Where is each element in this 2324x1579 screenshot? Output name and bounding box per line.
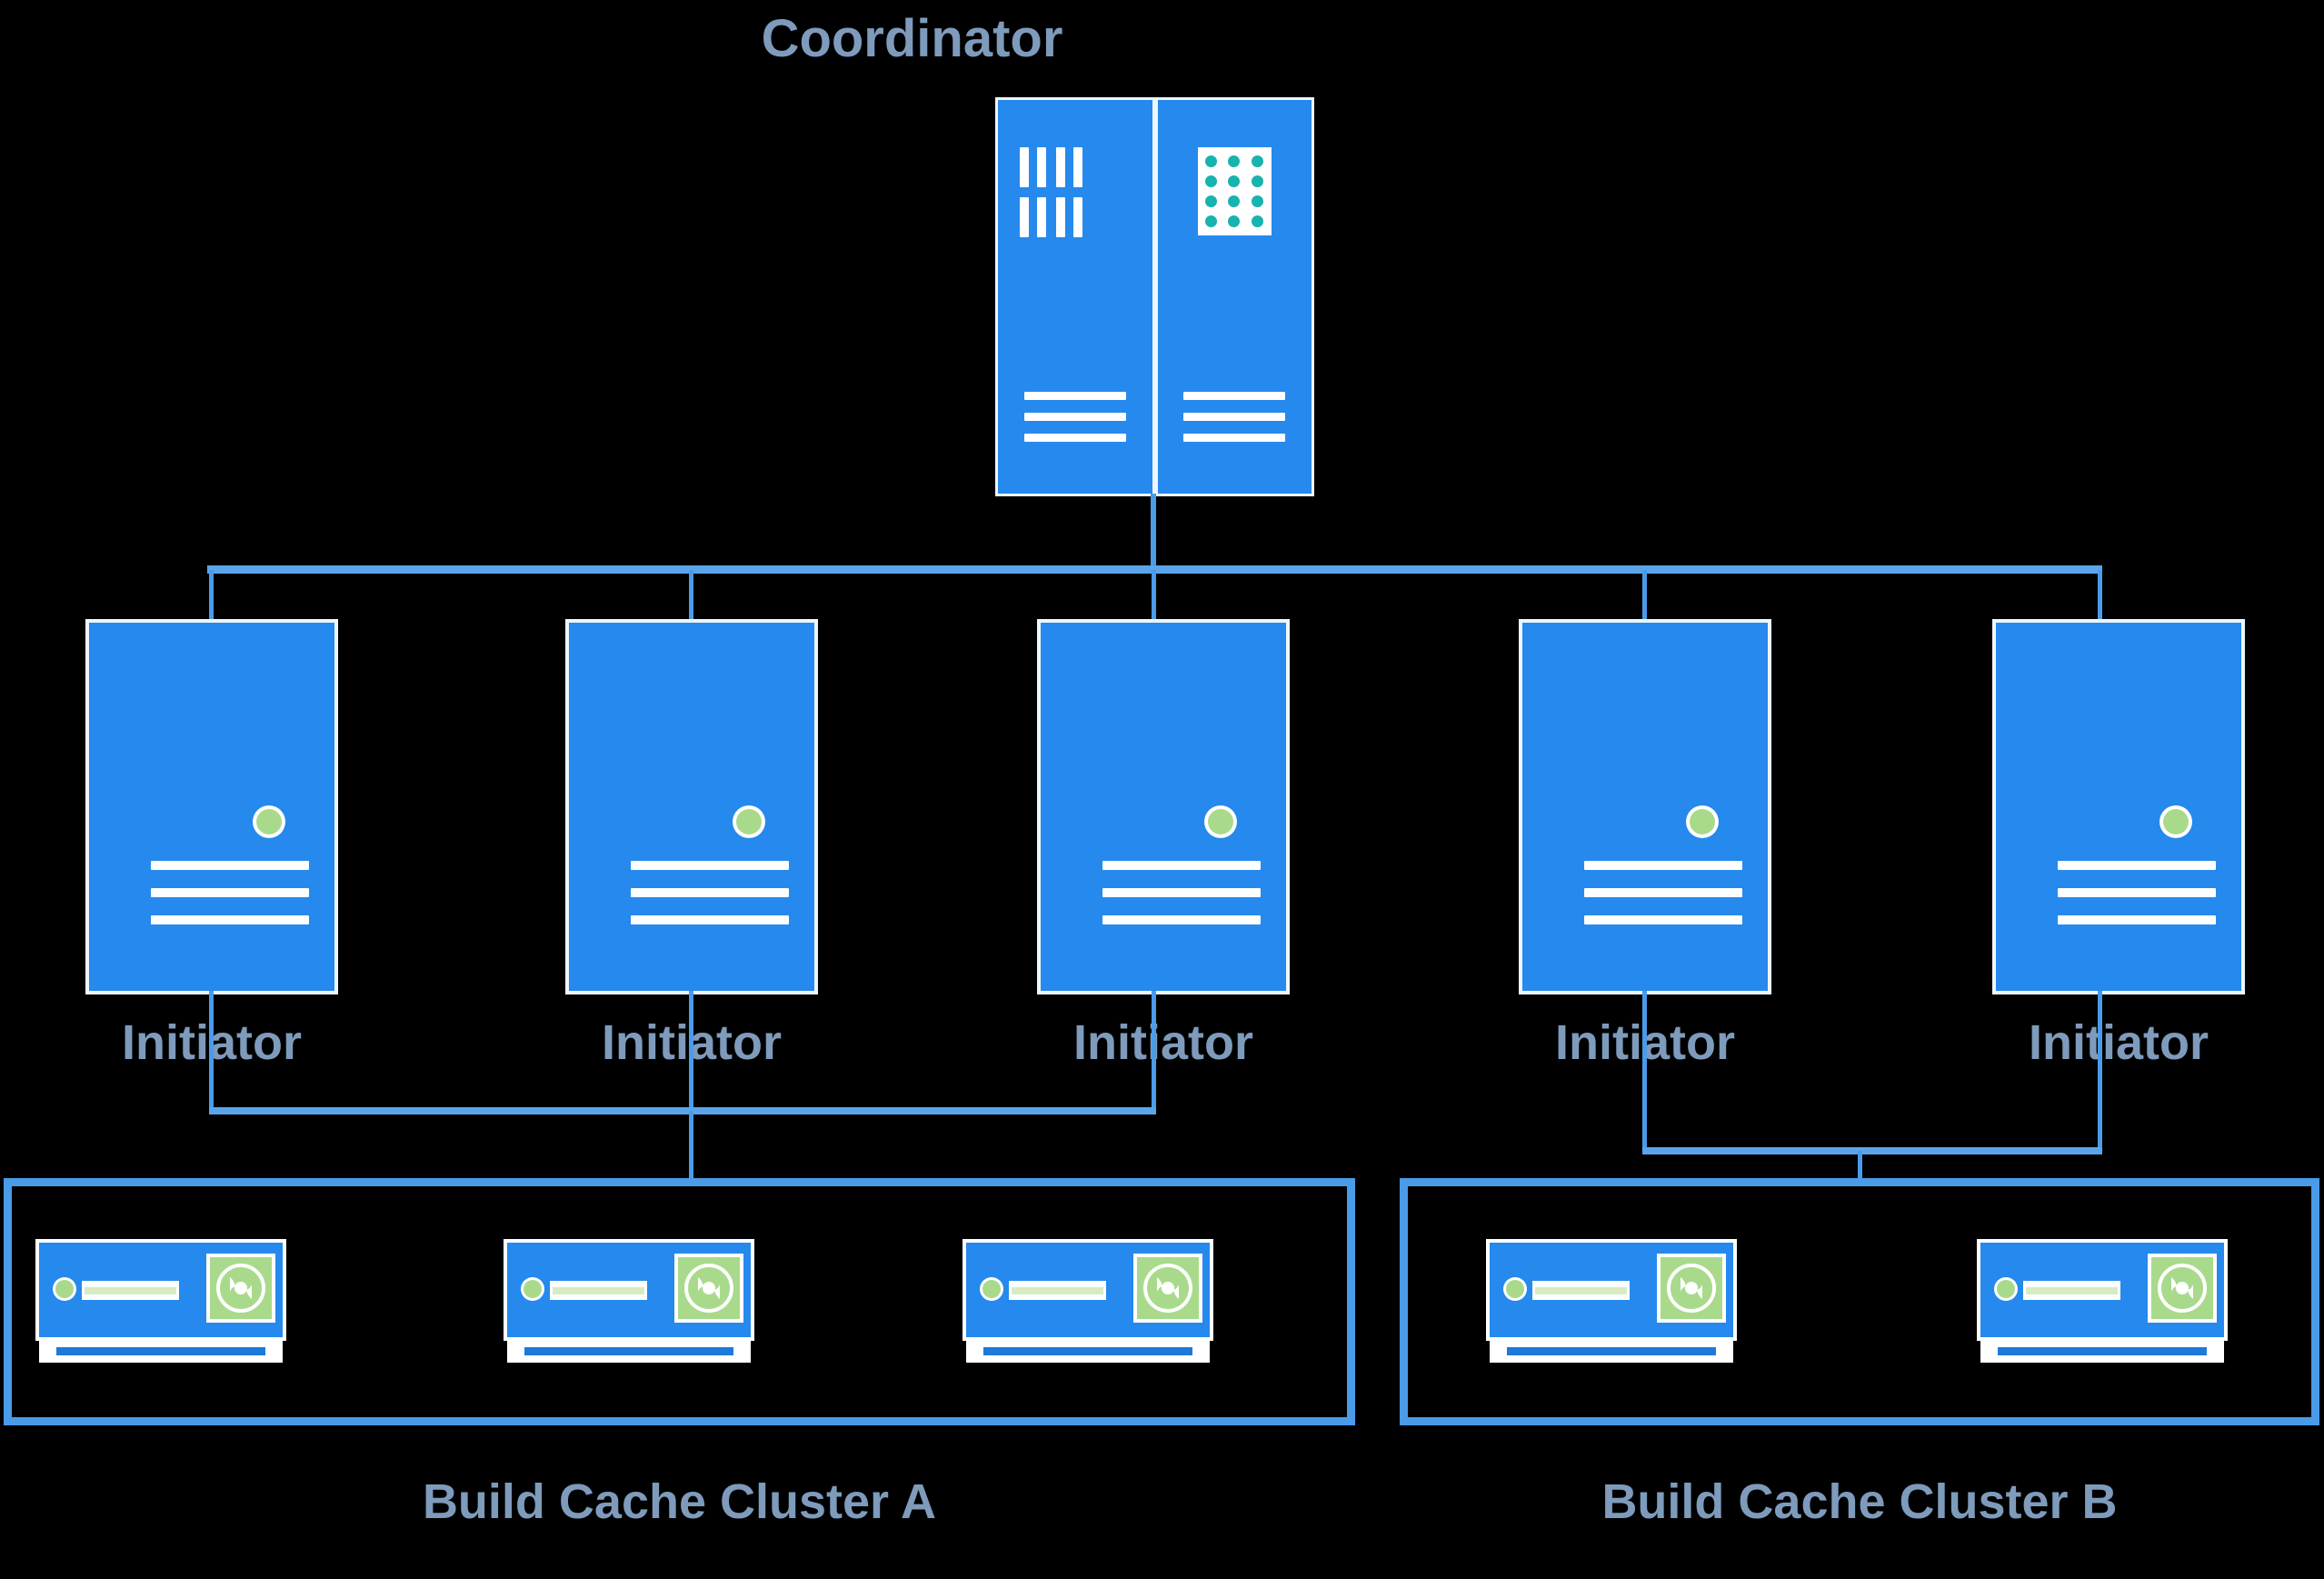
vent-lines-icon — [1102, 861, 1261, 943]
progress-bar-icon — [1009, 1281, 1106, 1300]
vent-lines-icon — [151, 861, 309, 943]
status-led-icon — [736, 809, 762, 834]
disk-fan-icon — [1661, 1257, 1722, 1319]
connector-bus-to-initiator-5 — [2098, 570, 2102, 626]
status-led-icon — [1208, 809, 1233, 834]
build-cache-cluster-b-box[interactable] — [1400, 1178, 2319, 1425]
initiator-server-1[interactable] — [89, 623, 334, 991]
initiator-server-5[interactable] — [1996, 623, 2241, 991]
disk-fan-icon — [678, 1257, 740, 1319]
status-led-icon — [55, 1280, 74, 1298]
coordinator-rack[interactable] — [998, 100, 1312, 494]
cache-node-base — [966, 1339, 1210, 1363]
vent-lines-icon — [631, 861, 789, 943]
connector-initiator4-down — [1642, 991, 1647, 1151]
cache-node-base — [1980, 1339, 2224, 1363]
connector-cluster-b-rail — [1642, 1147, 2102, 1154]
vent-lines-icon — [1584, 861, 1742, 943]
cache-node-body — [1980, 1243, 2224, 1337]
rack-vent-lines — [1023, 391, 1126, 455]
rack-vent-lines — [1183, 391, 1286, 455]
connector-coordinator-drop — [1151, 494, 1156, 570]
dot-grid-icon — [1197, 146, 1272, 235]
connector-bus-to-initiator-3 — [1152, 570, 1156, 626]
disk-fan-icon — [1137, 1257, 1199, 1319]
connector-initiator3-down — [1152, 991, 1156, 1111]
cache-node-a2[interactable] — [507, 1243, 751, 1363]
vent-lines-icon — [2058, 861, 2216, 943]
build-cache-cluster-a-box[interactable] — [4, 1178, 1355, 1425]
cache-node-body — [1490, 1243, 1733, 1337]
connector-main-bus — [207, 565, 2102, 574]
rack-right-panel — [1157, 100, 1312, 494]
rack-left-panel — [998, 100, 1152, 494]
status-led-icon — [1506, 1280, 1524, 1298]
connector-bus-to-initiator-1 — [209, 570, 214, 626]
initiator-label-5: Initiator — [2029, 1015, 2209, 1070]
initiator-server-3[interactable] — [1041, 623, 1286, 991]
cache-node-body — [507, 1243, 751, 1337]
status-led-icon — [982, 1280, 1001, 1298]
connector-initiator2-down — [689, 991, 693, 1111]
page-title: Coordinator — [761, 9, 1063, 68]
cluster-a-label: Build Cache Cluster A — [422, 1474, 937, 1529]
bar-ticks-icon — [1019, 146, 1109, 247]
cache-node-a3[interactable] — [966, 1243, 1210, 1363]
initiator-label-3: Initiator — [1073, 1015, 1253, 1070]
connector-cluster-a-rail — [209, 1107, 1156, 1114]
status-led-icon — [1997, 1280, 2015, 1298]
status-led-icon — [524, 1280, 542, 1298]
connector-cluster-b-drop — [1858, 1151, 1862, 1182]
connector-bus-to-initiator-2 — [689, 570, 693, 626]
connector-initiator5-down — [2098, 991, 2102, 1151]
cluster-b-label: Build Cache Cluster B — [1601, 1474, 2118, 1529]
progress-bar-icon — [82, 1281, 179, 1300]
progress-bar-icon — [2023, 1281, 2120, 1300]
cache-node-body — [39, 1243, 283, 1337]
cache-node-b1[interactable] — [1490, 1243, 1733, 1363]
status-led-icon — [1690, 809, 1715, 834]
cache-node-base — [39, 1339, 283, 1363]
connector-initiator1-down — [209, 991, 214, 1111]
cache-node-base — [1490, 1339, 1733, 1363]
progress-bar-icon — [1532, 1281, 1630, 1300]
disk-fan-icon — [210, 1257, 272, 1319]
status-led-icon — [2163, 809, 2189, 834]
status-led-icon — [256, 809, 282, 834]
cache-node-a1[interactable] — [39, 1243, 283, 1363]
initiator-server-2[interactable] — [569, 623, 814, 991]
disk-fan-icon — [2151, 1257, 2213, 1319]
cache-node-base — [507, 1339, 751, 1363]
cache-node-body — [966, 1243, 1210, 1337]
progress-bar-icon — [550, 1281, 647, 1300]
initiator-server-4[interactable] — [1522, 623, 1768, 991]
cache-node-b2[interactable] — [1980, 1243, 2224, 1363]
connector-cluster-a-drop — [689, 1111, 693, 1182]
connector-bus-to-initiator-4 — [1642, 570, 1647, 626]
